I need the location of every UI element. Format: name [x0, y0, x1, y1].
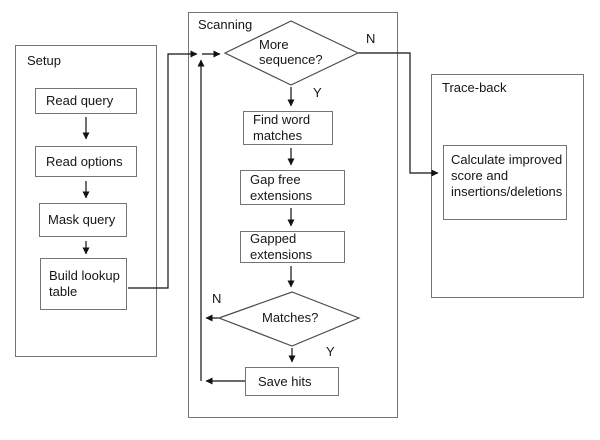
node-calculate-improved-label: Calculate improved score and insertions/…	[451, 152, 563, 199]
branch-label-more-sequence-yes: Y	[313, 85, 322, 100]
arrow-build-lookup-to-scanning	[128, 50, 198, 289]
node-read-options: Read options	[35, 146, 137, 177]
section-traceback-title: Trace-back	[442, 80, 507, 95]
node-save-hits: Save hits	[245, 367, 339, 396]
section-setup-title: Setup	[27, 53, 61, 68]
section-setup: Setup	[15, 45, 157, 357]
decision-matches-shape	[217, 291, 361, 347]
arrow-more-sequence-no-to-traceback	[358, 52, 439, 177]
section-traceback: Trace-back	[431, 74, 584, 298]
branch-label-matches-no: N	[212, 291, 222, 306]
decision-more-sequence-shape	[223, 20, 360, 86]
node-build-lookup-table: Build lookup table	[40, 258, 127, 310]
node-gap-free-extensions: Gap free extensions	[240, 170, 345, 205]
decision-more-sequence-label: More sequence?	[259, 37, 323, 67]
node-mask-query: Mask query	[39, 203, 127, 237]
section-scanning: Scanning	[188, 12, 398, 418]
node-read-options-label: Read options	[46, 153, 123, 169]
decision-matches-label: Matches?	[262, 310, 319, 325]
node-find-word-matches: Find word matches	[243, 111, 333, 145]
node-build-lookup-table-label: Build lookup table	[49, 268, 120, 299]
section-scanning-title: Scanning	[198, 17, 253, 32]
node-calculate-improved: Calculate improved score and insertions/…	[443, 145, 567, 220]
node-save-hits-label: Save hits	[258, 373, 312, 389]
node-gapped-extensions-label: Gapped extensions	[250, 231, 313, 262]
node-read-query: Read query	[35, 88, 137, 114]
node-gap-free-extensions-label: Gap free extensions	[250, 171, 313, 203]
branch-label-matches-yes: Y	[326, 344, 335, 359]
node-gapped-extensions: Gapped extensions	[240, 231, 345, 263]
node-read-query-label: Read query	[46, 93, 114, 108]
node-find-word-matches-label: Find word matches	[253, 112, 311, 143]
node-mask-query-label: Mask query	[48, 212, 116, 227]
branch-label-more-sequence-no: N	[366, 31, 376, 46]
